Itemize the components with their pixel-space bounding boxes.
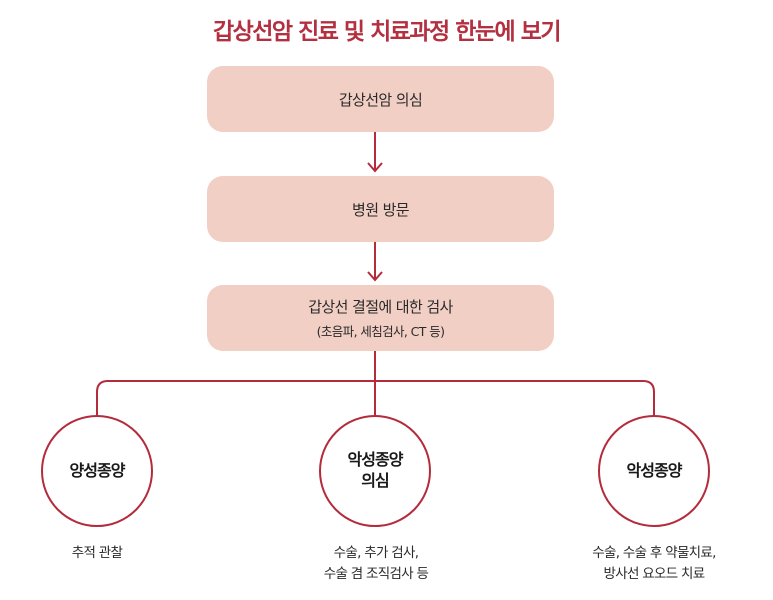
outcome-note-benign: 추적 관찰 (0, 543, 212, 564)
step-sublabel: (초음파, 세침검사, CT 등) (316, 324, 445, 339)
outcome-note-suspected: 수술, 추가 검사, 수술 겸 조직검사 등 (261, 543, 491, 585)
note-line: 추적 관찰 (71, 545, 123, 561)
note-line: 방사선 요오드 치료 (603, 565, 706, 582)
outcome-suspected-malignant: 악성종양 의심 (319, 415, 431, 527)
outcome-malignant: 악성종양 (598, 415, 710, 527)
note-line: 수술, 수술 후 약물치료, (592, 545, 716, 561)
step-hospital-visit: 병원 방문 (207, 176, 554, 242)
outcome-note-malignant: 수술, 수술 후 약물치료, 방사선 요오드 치료 (539, 543, 769, 585)
step-label: 갑상선암 의심 (338, 90, 423, 109)
arrowhead-icon (367, 271, 383, 282)
outcome-label: 양성종양 (69, 460, 126, 480)
note-line: 수술 겸 조직검사 등 (323, 565, 429, 582)
outcome-benign: 양성종양 (41, 415, 153, 527)
page-title: 갑상선암 진료 및 치료과정 한눈에 보기 (212, 19, 562, 45)
note-line: 수술, 추가 검사, (333, 545, 419, 561)
step-nodule-exam: 갑상선 결절에 대한 검사 (초음파, 세침검사, CT 등) (207, 285, 554, 351)
step-label: 갑상선 결절에 대한 검사 (308, 298, 453, 316)
outcome-label: 악성종양 (626, 460, 683, 480)
step-label: 병원 방문 (352, 200, 410, 219)
outcome-label-line2: 의심 (361, 471, 389, 490)
branch-bar (96, 380, 655, 417)
outcome-label: 악성종양 (347, 450, 404, 470)
step-suspicion: 갑상선암 의심 (207, 66, 554, 132)
arrowhead-icon (367, 162, 383, 173)
